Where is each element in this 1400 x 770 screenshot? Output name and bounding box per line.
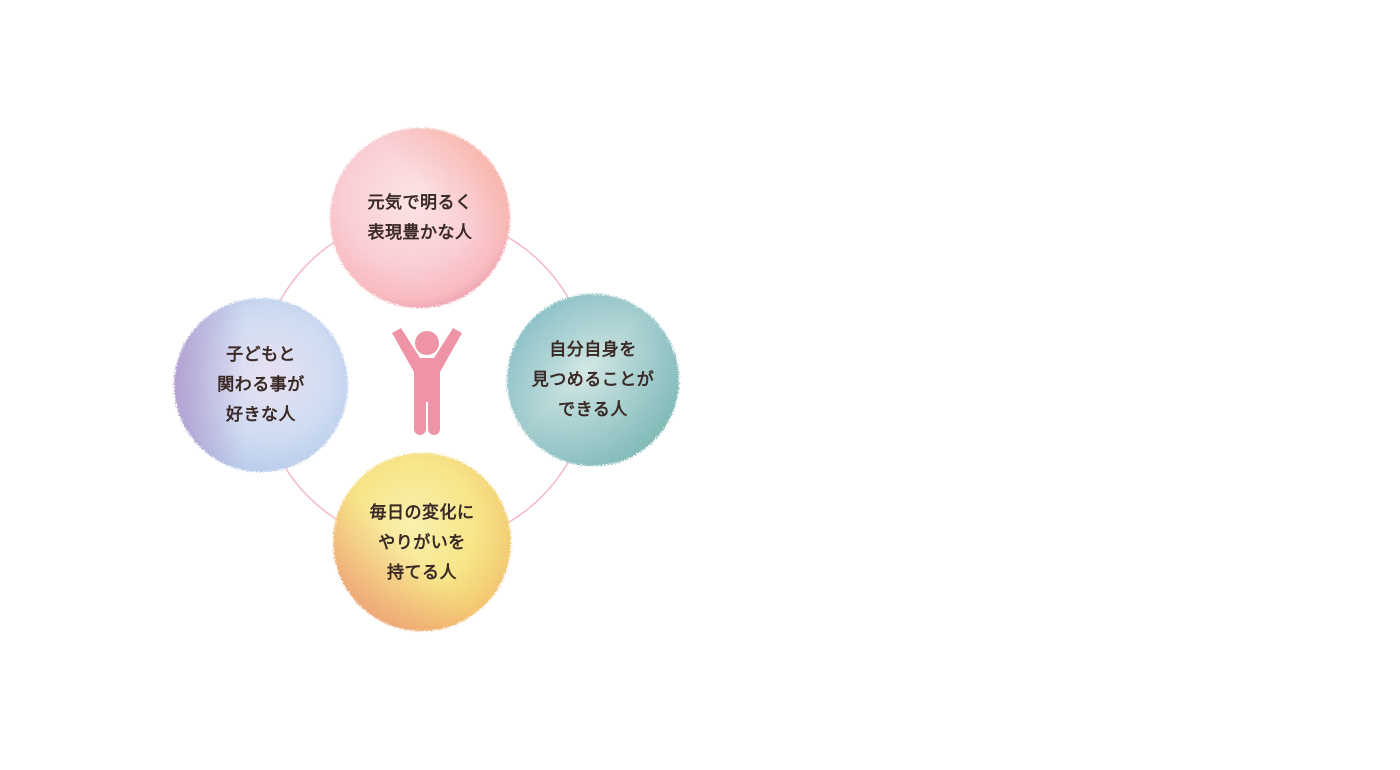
bubble-top-line-2: 表現豊かな人	[367, 223, 473, 243]
bubble-left	[174, 298, 348, 472]
bubble-right	[507, 294, 679, 466]
bubble-bottom-label: 毎日の変化に やりがいを 持てる人	[332, 455, 512, 630]
bubble-top-label: 元気で明るく 表現豊かな人	[330, 128, 510, 308]
bubble-left-label: 子どもと 関わる事が 好きな人	[175, 296, 347, 474]
bubble-bottom	[333, 453, 511, 631]
bubble-left-line-3: 好きな人	[226, 405, 296, 425]
bubble-right-line-2: 見つめることが	[531, 370, 655, 390]
bubble-right-line-3: できる人	[558, 400, 628, 420]
bubble-top	[330, 128, 510, 308]
person-arms-raised-icon	[392, 328, 462, 435]
bubble-left-line-1: 子どもと	[226, 345, 296, 365]
bubble-bottom-line-3: 持てる人	[387, 562, 457, 583]
bubble-bottom-line-1: 毎日の変化に	[369, 502, 475, 523]
bubble-top-line-1: 元気で明るく	[367, 193, 473, 213]
bubble-bottom-line-2: やりがいを	[378, 532, 466, 553]
bubble-right-line-1: 自分自身を	[549, 340, 637, 360]
bubble-left-line-2: 関わる事が	[217, 375, 305, 395]
bubble-right-label: 自分自身を 見つめることが できる人	[508, 295, 678, 465]
